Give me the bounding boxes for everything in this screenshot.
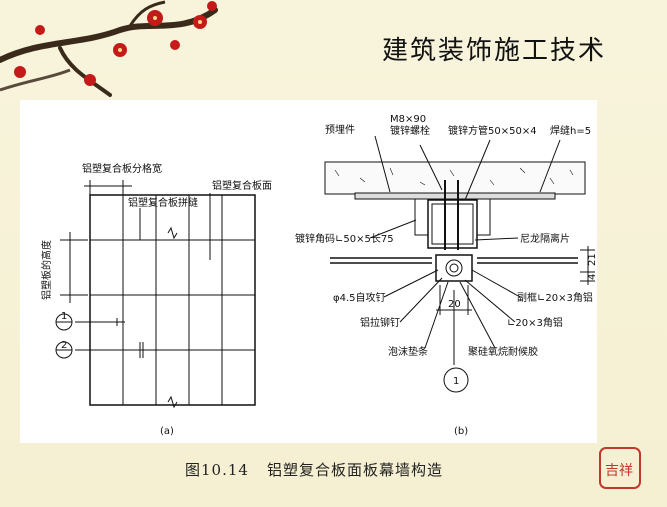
dim-21: 21 [587, 253, 597, 266]
plum-blossom-decoration [0, 0, 218, 97]
figure-a-elevation [60, 180, 256, 409]
callout-foam: 泡沫垫条 [388, 345, 428, 358]
callout-bolt: 镀锌螺栓 [390, 124, 430, 137]
detail-number: 1 [453, 376, 459, 387]
seal-stamp: 吉祥 [599, 447, 641, 489]
caption-number: 图10.14 [185, 461, 249, 479]
callout-weld: 焊缝h=5 [550, 124, 591, 137]
figure-caption: 图10.14 铝塑复合板面板幕墙构造 [185, 459, 443, 480]
dim-20: 20 [448, 299, 461, 310]
construction-drawing: 1 2 铝塑复合板分格宽 铝塑复合板拼缝 铝塑复合板面 铝塑板的高度 (a) [40, 114, 598, 437]
callout-rivet: 铝拉铆钉 [360, 316, 400, 329]
figure-a-label: (a) [160, 426, 174, 437]
caption-text: 铝塑复合板面板幕墙构造 [266, 461, 443, 479]
figure-b-label: (b) [454, 426, 468, 437]
figure-panel: 1 2 铝塑复合板分格宽 铝塑复合板拼缝 铝塑复合板面 铝塑板的高度 (a) [20, 100, 598, 443]
callout-bolt-spec: M8×90 [390, 114, 426, 125]
callout-screw: φ4.5自攻钉 [333, 291, 386, 304]
callout-tube: 镀锌方管50×50×4 [448, 124, 537, 137]
slide-title: 建筑装饰施工技术 [382, 36, 607, 66]
dim-4: 4 [587, 274, 597, 280]
marker-2-label: 2 [61, 340, 67, 351]
callout-nylon: 尼龙隔离片 [520, 232, 570, 245]
callout-embed: 预埋件 [325, 124, 355, 136]
label-grid-width: 铝塑复合板分格宽 [82, 162, 162, 175]
label-panel-face: 铝塑复合板面 [212, 179, 272, 192]
label-joint: 铝塑复合板拼缝 [128, 196, 198, 209]
seal-text: 吉祥 [605, 463, 633, 479]
figure-b-section [324, 135, 595, 365]
detail-marker-circle [443, 367, 469, 393]
callout-subframe: 副框∟20×3角铝 [517, 291, 593, 304]
callout-angle-aluminum: ∟20×3角铝 [507, 317, 563, 329]
callout-angle-clip: 镀锌角码∟50×5长75 [295, 232, 394, 245]
label-panel-height: 铝塑板的高度 [40, 240, 53, 300]
callout-sealant: 聚硅氧烷耐候胶 [468, 345, 538, 358]
marker-1-label: 1 [61, 311, 67, 322]
